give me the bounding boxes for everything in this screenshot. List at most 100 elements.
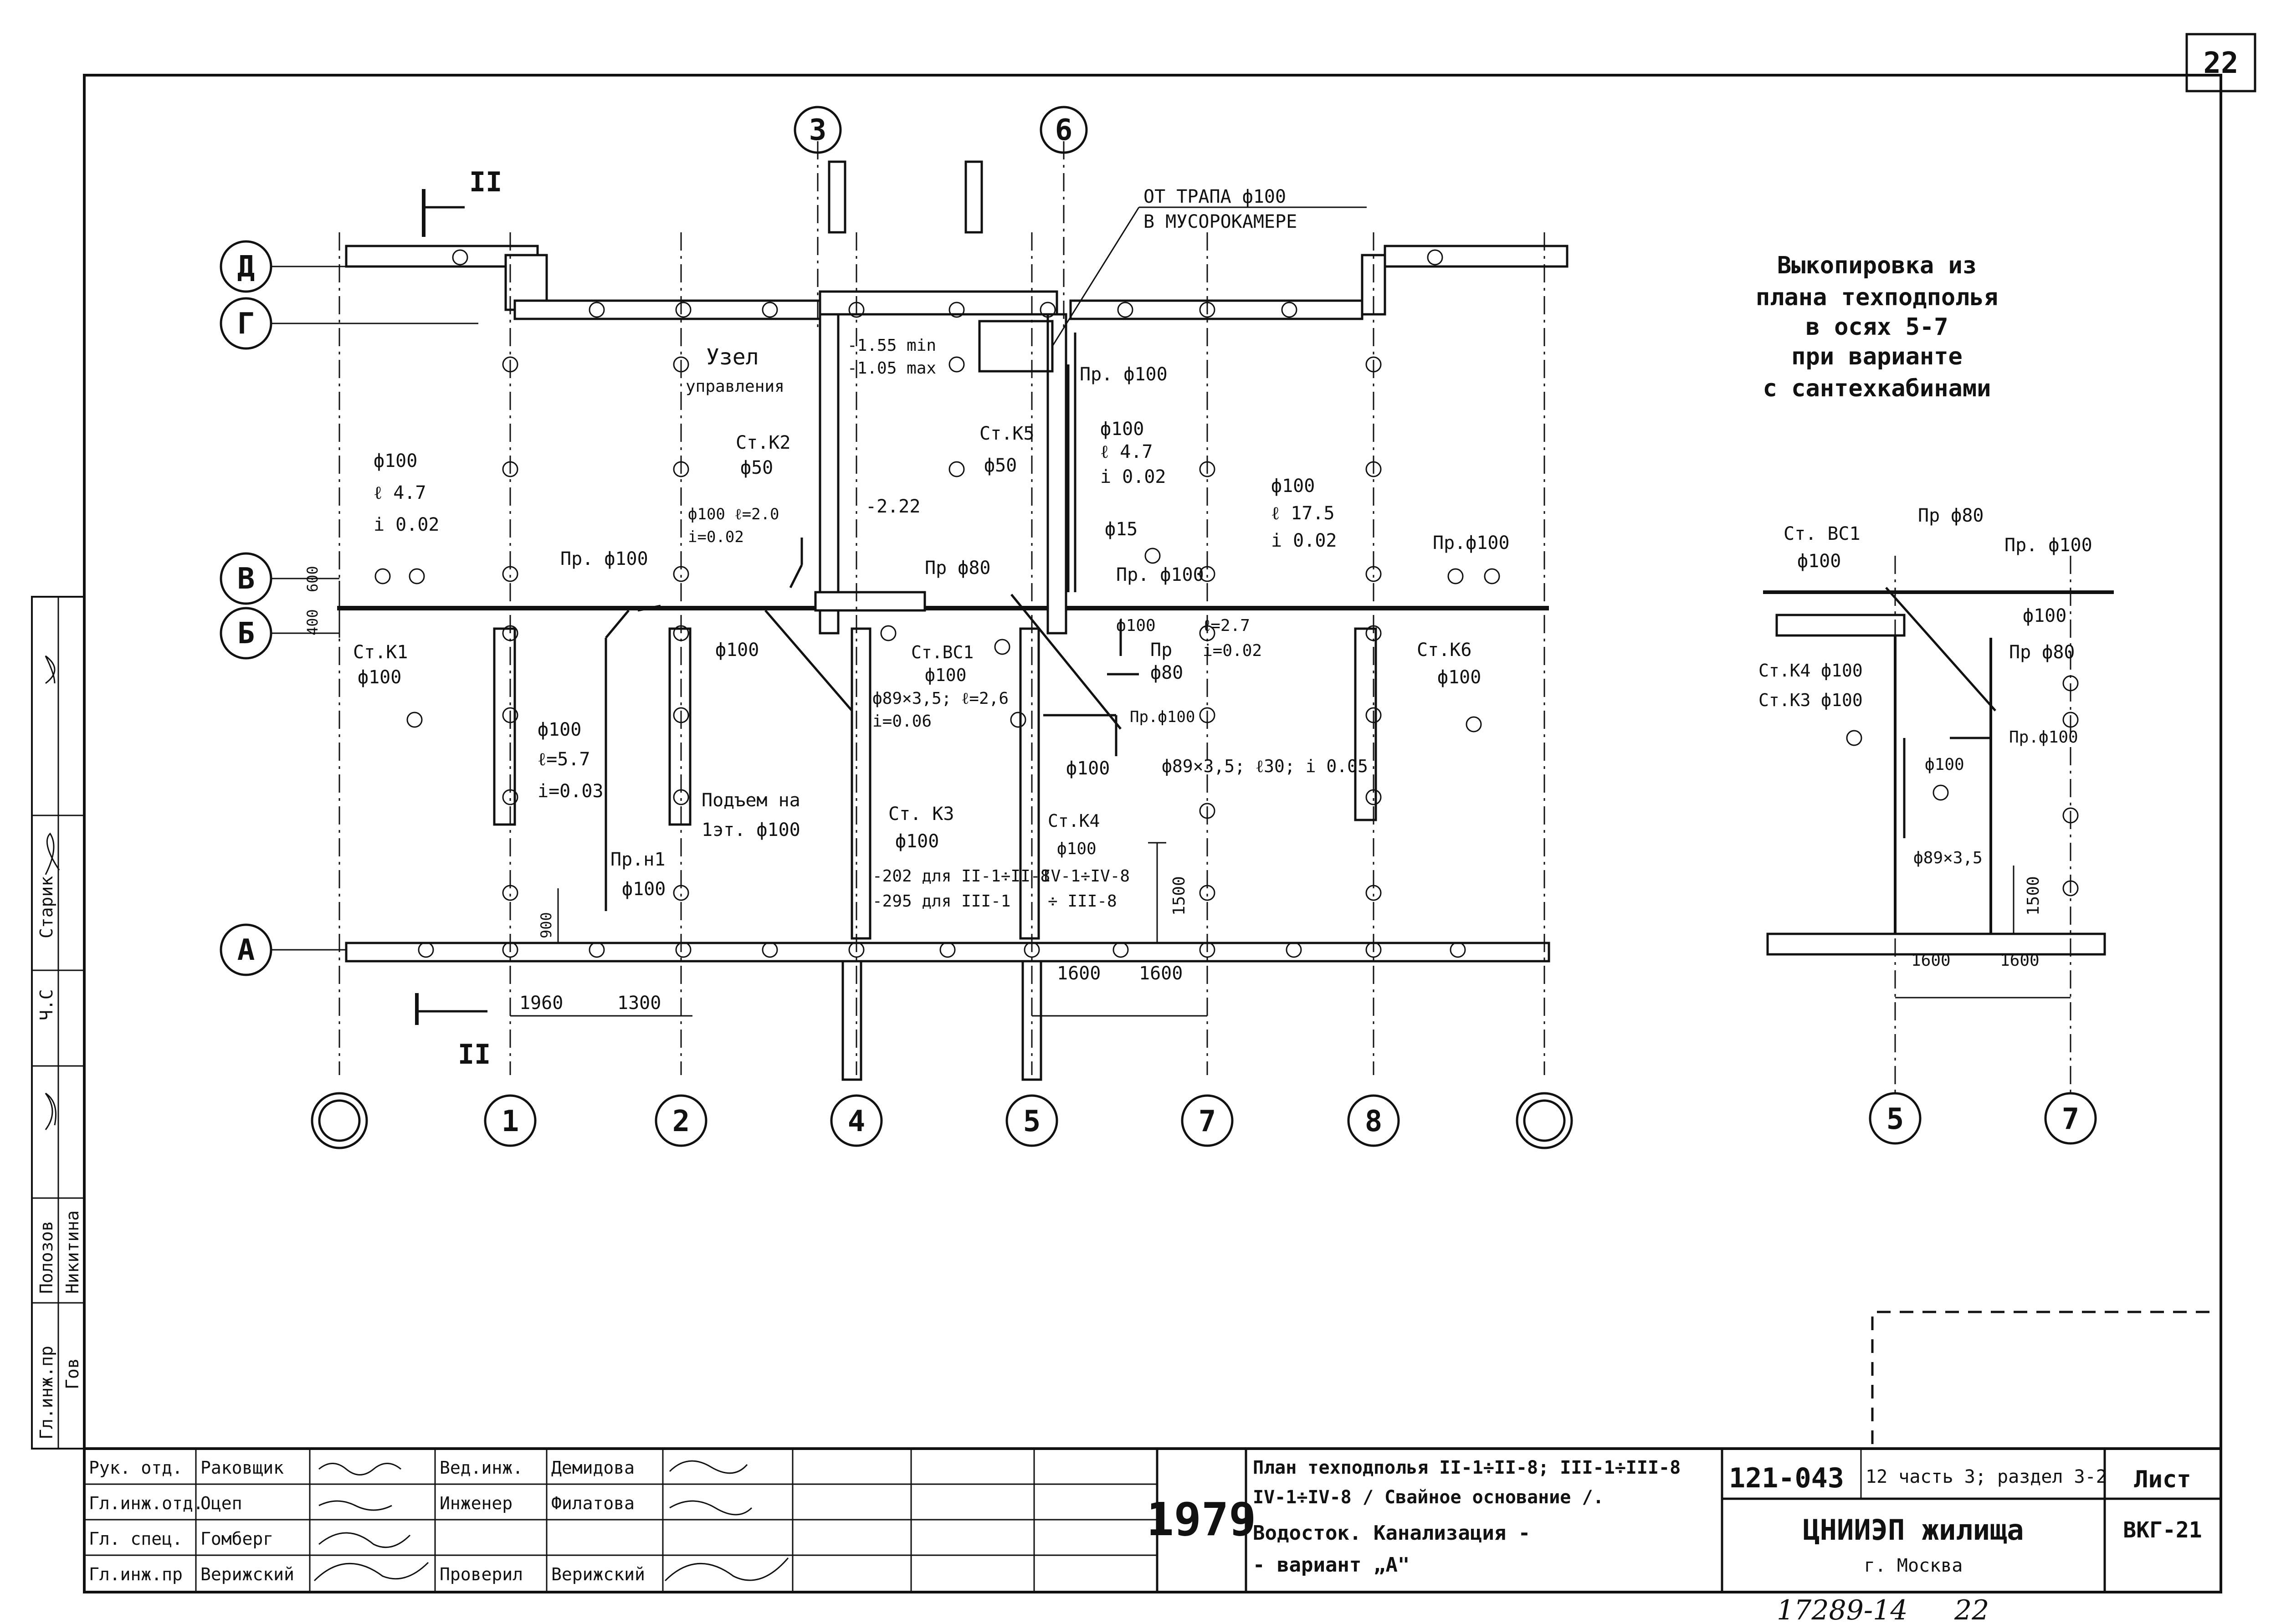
svg-text:Гов: Гов (62, 1358, 82, 1389)
label-lvl2: -1.05 max (847, 359, 936, 378)
label-p6a: ф100 (1116, 616, 1156, 635)
label-m4b: ÷ III-8 (1048, 892, 1117, 911)
inset-d1500: 1500 (2024, 876, 2043, 916)
title-note: Выкопировка из плана техподполья в осях … (1756, 252, 1998, 402)
svg-text:Водосток. Канализация -: Водосток. Канализация - (1253, 1522, 1530, 1545)
axis-label-7: 7 (1199, 1105, 1216, 1138)
section-mark-bottom: II (415, 993, 491, 1071)
label-p8c: i=0.03 (538, 781, 604, 802)
label-p5: ф89×3,5; ℓ=2,6 (872, 689, 1009, 708)
svg-text:Вед.инж.: Вед.инж. (440, 1458, 523, 1478)
inset-d1600a: 1600 (1911, 951, 1951, 970)
inset-pr100: Пр. ф100 (2004, 535, 2092, 556)
doc-code: 121-043 (1729, 1462, 1844, 1494)
sheet-number: 22 (2203, 46, 2238, 80)
label-p2b: i=0.02 (688, 528, 744, 546)
org-name: ЦНИИЭП жилища (1803, 1513, 2024, 1547)
inset-prf100: Пр.ф100 (2009, 728, 2078, 747)
label-podem1: Подъем на (702, 790, 800, 811)
svg-text:Гл.инж.пр: Гл.инж.пр (36, 1346, 56, 1440)
axis-bubble (1005, 1094, 1058, 1147)
label-stvc1d: ф100 (925, 665, 967, 685)
inset-plan: 5 7 Ст. ВС1 ф100 Пр ф80 Пр. ф100 ф100 Пр… (1758, 505, 2114, 1145)
inset-p89: ф89×3,5 (1913, 849, 1983, 867)
label-stk1: Ст.К1 (353, 642, 408, 663)
label-lvl3: -2.22 (866, 496, 920, 517)
svg-text:Полозов: Полозов (36, 1221, 56, 1294)
footer-page: 22 (1954, 1594, 1989, 1624)
dim-1500: 1500 (1170, 876, 1189, 916)
axis-bubble (655, 1094, 707, 1147)
axis-bubble (1181, 1094, 1234, 1147)
label-p4c: i 0.02 (1271, 530, 1337, 551)
svg-text:в осях 5-7: в осях 5-7 (1805, 313, 1948, 341)
label-stk6d: ф100 (1437, 667, 1481, 688)
label-p3c: i 0.02 (1100, 466, 1166, 487)
svg-text:Старик: Старик (36, 876, 56, 938)
sheet-code: ВКГ-21 (2123, 1517, 2202, 1543)
svg-text:плана техподполья: плана техподполья (1756, 284, 1998, 311)
label-stvc1: Ст.ВС1 (911, 642, 974, 662)
label-pr100-r: Пр.ф100 (1433, 533, 1510, 553)
svg-text:План техподполья II-1÷II-8; II: План техподполья II-1÷II-8; III-1÷III-8 (1253, 1457, 1681, 1478)
axis-bubble (830, 1094, 883, 1147)
label-stk4d: ф100 (1057, 840, 1097, 858)
label-p5b: i=0.06 (872, 712, 932, 731)
axis-bubble (1347, 1094, 1400, 1147)
label-p3a: ф100 (1100, 419, 1144, 440)
inventory-number: 17289-14 (1777, 1594, 1908, 1624)
axis-label-6: 6 (1055, 113, 1073, 147)
label-stk1d: ф100 (358, 667, 401, 688)
label-stk5: Ст.К5 (979, 423, 1034, 444)
axis-label-row-b: Б (237, 617, 255, 651)
label-pr80: Пр ф80 (925, 558, 991, 579)
svg-text:IV-1÷IV-8 / Свайное основание: IV-1÷IV-8 / Свайное основание /. (1253, 1487, 1604, 1508)
section-mark-top: II (422, 166, 502, 237)
svg-text:Ч.С: Ч.С (36, 989, 56, 1020)
inset-d1600b: 1600 (2000, 951, 2040, 970)
inset-stk4: Ст.К4 ф100 (1758, 661, 1863, 681)
inset-pr80b: Пр ф80 (2009, 642, 2075, 663)
svg-text:II: II (458, 1039, 491, 1071)
svg-text:Проверил: Проверил (440, 1564, 523, 1584)
svg-text:Раковщик: Раковщик (200, 1458, 284, 1478)
label-trap2: В МУСОРОКАМЕРЕ (1143, 211, 1297, 232)
label-m295: -295 для III-1 (872, 892, 1010, 911)
label-f15: ф15 (1105, 519, 1138, 540)
inset-stvc1: Ст. ВС1 (1784, 523, 1861, 544)
label-stk5d: ф50 (984, 455, 1017, 476)
inset-stk3: Ст.К3 ф100 (1758, 690, 1863, 710)
label-pr-a: Пр (1150, 640, 1172, 661)
label-pr100-top: Пр. ф100 (1080, 364, 1168, 385)
label-uzel2: управления (686, 377, 784, 396)
axis-label-4: 4 (848, 1105, 866, 1138)
label-lvl1: -1.55 min (847, 336, 936, 355)
svg-text:II: II (469, 166, 502, 198)
label-prn1d: ф100 (622, 879, 666, 900)
label-p4a: ф100 (1271, 476, 1315, 497)
axis-label-2: 2 (672, 1105, 690, 1138)
inset-stvc1d: ф100 (1797, 551, 1841, 572)
axis-label-3: 3 (809, 113, 827, 147)
dim-400: 400 (304, 609, 321, 635)
label-p4b: ℓ 17.5 (1271, 503, 1335, 524)
inset-pr80: Пр ф80 (1918, 505, 1984, 526)
svg-text:Гл. спец.: Гл. спец. (89, 1529, 183, 1549)
svg-text:Гомберг: Гомберг (200, 1529, 273, 1549)
axis-label-row-a: А (237, 933, 255, 967)
label-p8a: ф100 (538, 719, 581, 740)
svg-text:Оцеп: Оцеп (200, 1493, 242, 1513)
label-f100-a: ф100 (715, 640, 759, 661)
axis-bubble (1516, 1092, 1573, 1149)
year: 1979 (1147, 1493, 1256, 1546)
label-p1a: ф100 (374, 451, 417, 471)
label-prf100b: Пр.ф100 (1130, 708, 1195, 726)
label-p3b: ℓ 4.7 (1100, 441, 1153, 462)
dim-1960: 1960 (519, 993, 563, 1014)
dim-1300: 1300 (617, 993, 661, 1014)
axis-label-8: 8 (1365, 1105, 1383, 1138)
label-p7: ф89×3,5; ℓ30; i 0.05 (1162, 756, 1368, 776)
svg-text:Демидова: Демидова (551, 1458, 635, 1478)
svg-text:Инженер: Инженер (440, 1493, 513, 1513)
